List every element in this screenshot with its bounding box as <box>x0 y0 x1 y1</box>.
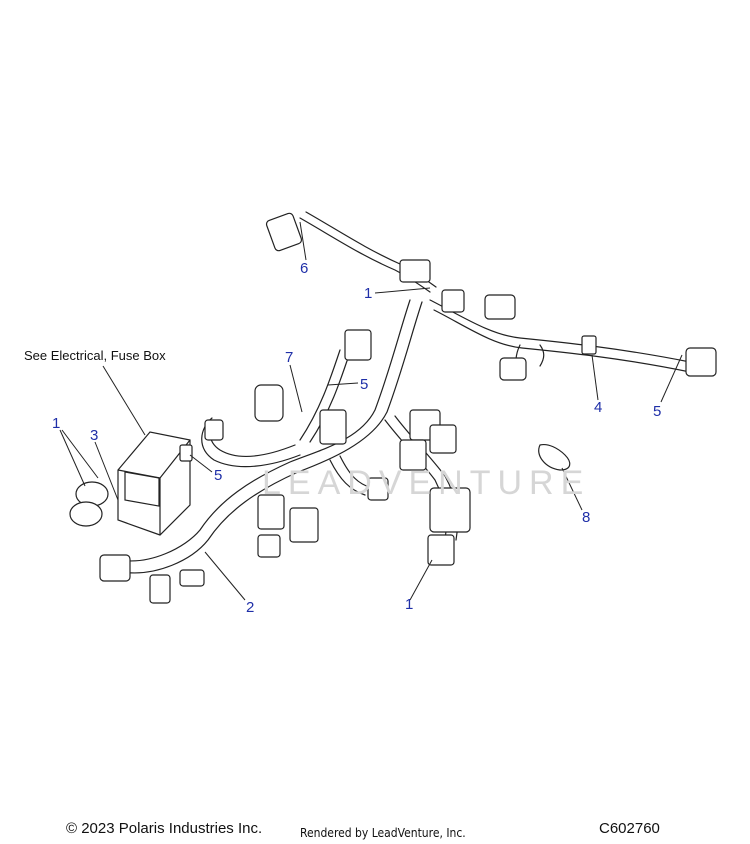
callout-3: 3 <box>90 427 99 444</box>
connector-6 <box>265 212 303 252</box>
callout-6: 6 <box>300 260 309 277</box>
callout-7: 7 <box>285 349 294 366</box>
callout-5-center: 5 <box>360 376 369 393</box>
callout-1-left: 1 <box>52 415 61 432</box>
callout-4: 4 <box>594 399 603 416</box>
harness-central-spine <box>119 299 411 562</box>
fuse-box-note: See Electrical, Fuse Box <box>24 348 166 363</box>
diagram-code: C602760 <box>599 820 660 837</box>
callout-2: 2 <box>246 599 255 616</box>
callout-5-fusebox: 5 <box>214 467 223 484</box>
fuse-box <box>117 431 191 536</box>
harness-main-trunk <box>429 299 691 363</box>
connector-5-right <box>685 347 717 377</box>
copyright-text: © 2023 Polaris Industries Inc. <box>66 820 263 837</box>
harness-upper-branch <box>299 217 431 293</box>
cable-tie-8 <box>538 443 571 471</box>
watermark: LEADVENTURE <box>262 464 591 502</box>
callout-8: 8 <box>582 509 591 526</box>
callout-1-top: 1 <box>364 285 373 302</box>
callout-1-bottom: 1 <box>405 596 414 613</box>
rendered-by-text: Rendered by LeadVenture, Inc. <box>300 826 466 840</box>
callout-5-right: 5 <box>653 403 662 420</box>
